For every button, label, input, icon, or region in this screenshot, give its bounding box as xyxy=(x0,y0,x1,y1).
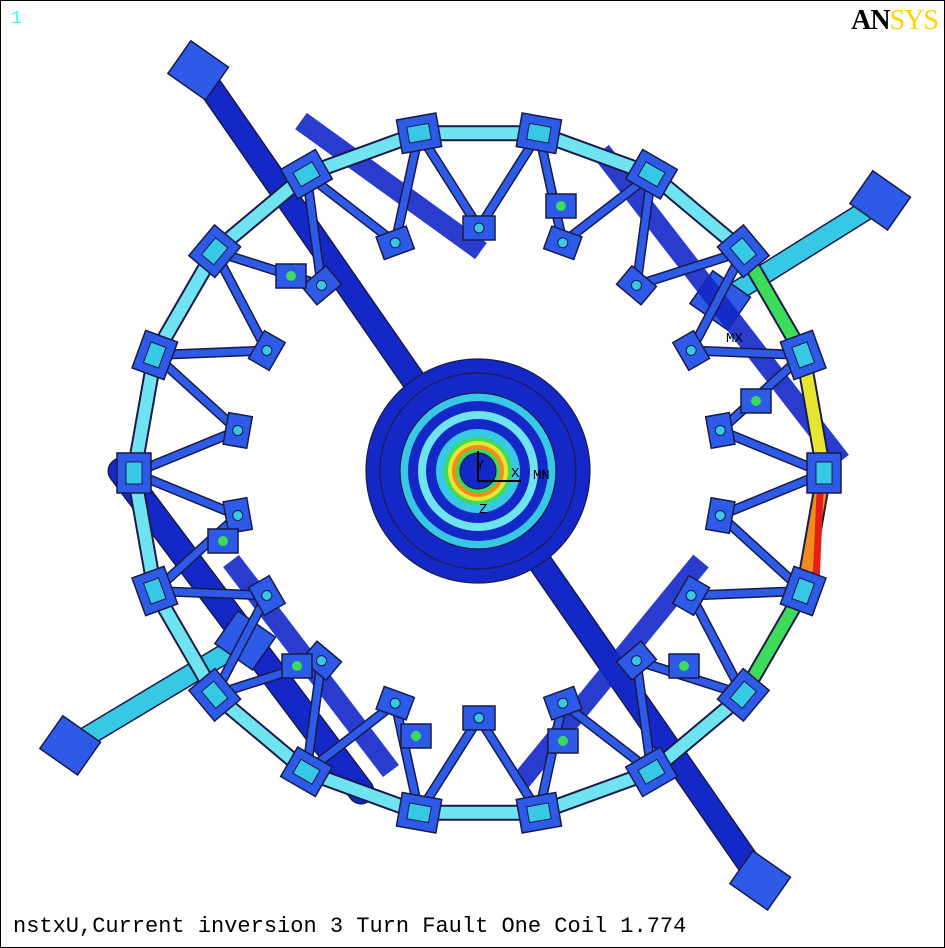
connector-pad-spot xyxy=(411,731,421,741)
bar-end-plate xyxy=(728,849,792,912)
inner-bracket-pin xyxy=(389,237,401,249)
ansys-logo: ANSYS xyxy=(851,5,939,36)
connector-pad-spot xyxy=(558,736,568,746)
inner-bracket-pin xyxy=(261,345,273,356)
inner-bracket-pin xyxy=(473,222,485,234)
ring-clamp-face xyxy=(200,680,229,710)
clamp-blocks xyxy=(116,112,842,834)
connector-pad xyxy=(545,193,577,219)
triad-label-mx: MX xyxy=(726,331,743,347)
inner-bracket-pin xyxy=(261,590,273,601)
inner-bracket-pin xyxy=(685,590,697,601)
support-bar xyxy=(712,192,890,310)
inner-bracket-pin xyxy=(473,712,485,724)
ring-clamp-face xyxy=(526,802,552,824)
inner-bracket-pin xyxy=(714,424,726,436)
bar-end-plate xyxy=(38,714,102,777)
inner-bracket-pin xyxy=(685,345,697,356)
logo-part-dark: AN xyxy=(851,5,890,36)
bar-end-plate xyxy=(848,169,912,232)
ring-clamp-face xyxy=(637,758,666,785)
ring-clamp-face xyxy=(200,236,229,266)
inner-bracket-pin xyxy=(316,655,328,667)
connector-pad-spot xyxy=(679,661,689,671)
ring-clamp-face xyxy=(142,341,167,369)
coordinate-triad: Y X Z MN MX xyxy=(476,331,743,518)
connector-pad-spot xyxy=(286,271,296,281)
triad-label-mn: MN xyxy=(533,468,550,484)
ring-clamp-face xyxy=(142,577,167,605)
ring-clamp-face xyxy=(292,161,321,188)
ring-clamp-face xyxy=(791,341,816,369)
ring-clamp-face xyxy=(791,577,816,605)
ring-clamp-face xyxy=(406,122,432,144)
ring-clamp-face xyxy=(526,122,552,144)
inner-bracket-pin xyxy=(389,697,401,709)
ring-clamp-face xyxy=(292,758,321,785)
diagonal-beam xyxy=(593,144,849,468)
connector-pad-spot xyxy=(556,201,566,211)
triad-label-y: Y xyxy=(476,458,485,474)
ring-clamp-face xyxy=(729,680,758,710)
inner-bracket-pin xyxy=(557,237,569,249)
connector-pad-spot xyxy=(292,661,302,671)
inner-bracket-pin xyxy=(630,279,642,291)
inner-bracket-pin xyxy=(557,697,569,709)
ring-clamp-face xyxy=(406,802,432,824)
support-bar xyxy=(62,632,255,755)
logo-part-light: SYS xyxy=(889,5,939,36)
ring-clamp-face xyxy=(815,461,833,485)
window-number: 1 xyxy=(11,9,22,29)
triad-label-x: X xyxy=(511,466,520,482)
inner-bracket-pin xyxy=(316,279,328,291)
inner-bracket-pin xyxy=(630,655,642,667)
inner-bracket-pin xyxy=(232,510,244,522)
stress-hotspot xyxy=(812,489,824,587)
connector-pad-spot xyxy=(751,396,761,406)
ring-clamp-face xyxy=(637,161,666,188)
inner-bracket-pin xyxy=(714,510,726,522)
inner-bracket xyxy=(462,215,496,241)
diagonal-beam xyxy=(295,112,487,260)
inner-bracket-pin xyxy=(232,424,244,436)
ring-clamp-face xyxy=(729,236,758,266)
triad-label-z: Z xyxy=(479,502,487,518)
bar-end-plate xyxy=(166,39,230,102)
ring-clamp-face xyxy=(125,461,143,485)
connector-pad-spot xyxy=(218,536,228,546)
plot-title: nstxU,Current inversion 3 Turn Fault One… xyxy=(13,914,687,939)
